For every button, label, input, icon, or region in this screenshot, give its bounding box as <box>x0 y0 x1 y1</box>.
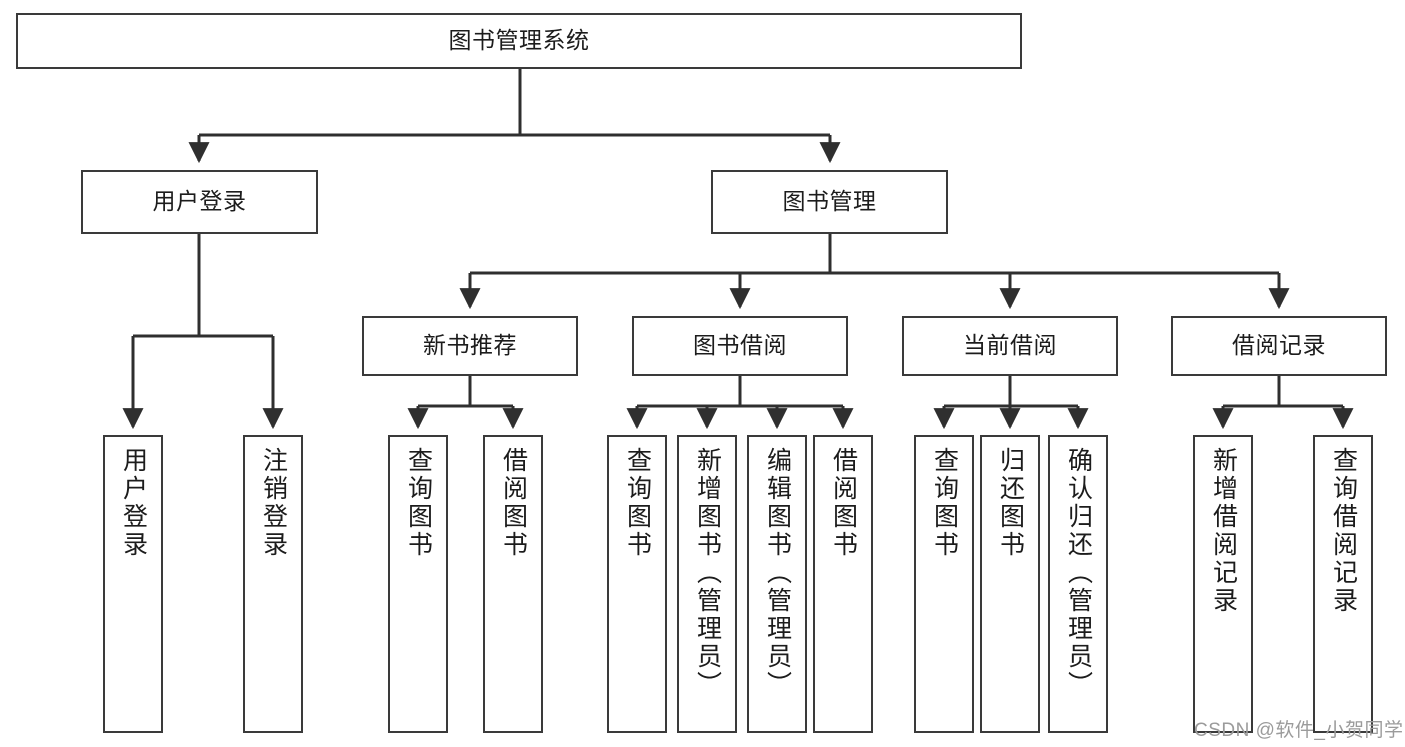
node-leaf-return-book[interactable]: 归还图书 <box>980 435 1040 733</box>
node-borrow-record[interactable]: 借阅记录 <box>1171 316 1387 376</box>
node-label: 当前借阅 <box>963 332 1057 359</box>
node-book-management[interactable]: 图书管理 <box>711 170 948 234</box>
node-book-borrow[interactable]: 图书借阅 <box>632 316 848 376</box>
node-label: 新增图书（管理员） <box>693 447 722 699</box>
node-label: 借阅图书 <box>829 447 858 559</box>
node-label: 借阅图书 <box>499 447 528 559</box>
node-label: 新增借阅记录 <box>1209 447 1238 615</box>
node-label: 归还图书 <box>996 447 1025 559</box>
node-root-system[interactable]: 图书管理系统 <box>16 13 1022 69</box>
node-label: 注销登录 <box>259 447 288 559</box>
node-leaf-borrow-book-newbook[interactable]: 借阅图书 <box>483 435 543 733</box>
node-leaf-confirm-return-admin[interactable]: 确认归还（管理员） <box>1048 435 1108 733</box>
node-label: 用户登录 <box>119 447 148 559</box>
node-label: 查询图书 <box>930 447 959 559</box>
node-label: 借阅记录 <box>1232 332 1326 359</box>
node-label: 新书推荐 <box>423 332 517 359</box>
node-leaf-edit-book-admin[interactable]: 编辑图书（管理员） <box>747 435 807 733</box>
node-label: 查询图书 <box>404 447 433 559</box>
node-leaf-borrow-book[interactable]: 借阅图书 <box>813 435 873 733</box>
node-leaf-query-book-newbook[interactable]: 查询图书 <box>388 435 448 733</box>
watermark-text: CSDN @软件_小贺同学 <box>1194 720 1404 741</box>
node-label: 图书管理系统 <box>448 27 590 54</box>
node-label: 查询借阅记录 <box>1329 447 1358 615</box>
node-leaf-query-borrow-record[interactable]: 查询借阅记录 <box>1313 435 1373 733</box>
node-user-login[interactable]: 用户登录 <box>81 170 318 234</box>
node-leaf-logout[interactable]: 注销登录 <box>243 435 303 733</box>
node-label: 图书借阅 <box>693 332 787 359</box>
node-label: 查询图书 <box>623 447 652 559</box>
node-label: 用户登录 <box>152 188 247 215</box>
node-leaf-user-login[interactable]: 用户登录 <box>103 435 163 733</box>
node-leaf-query-book-borrow[interactable]: 查询图书 <box>607 435 667 733</box>
node-current-borrow[interactable]: 当前借阅 <box>902 316 1118 376</box>
node-leaf-add-borrow-record[interactable]: 新增借阅记录 <box>1193 435 1253 733</box>
node-label: 编辑图书（管理员） <box>763 447 792 699</box>
node-label: 图书管理 <box>782 188 877 215</box>
node-label: 确认归还（管理员） <box>1064 447 1093 699</box>
node-leaf-query-book-current[interactable]: 查询图书 <box>914 435 974 733</box>
node-new-book-recommendation[interactable]: 新书推荐 <box>362 316 578 376</box>
node-leaf-add-book-admin[interactable]: 新增图书（管理员） <box>677 435 737 733</box>
